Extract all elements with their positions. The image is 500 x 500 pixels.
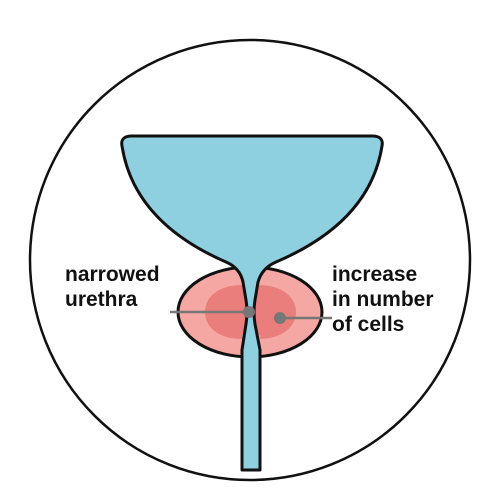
cells-pointer-dot — [274, 312, 286, 324]
narrowed-urethra-label-line1: narrowed — [65, 263, 160, 286]
narrowed-urethra-label: narrowed urethra — [65, 262, 160, 312]
narrowed-urethra-pointer-dot — [243, 306, 255, 318]
narrowed-urethra-label-line2: urethra — [65, 288, 138, 311]
cell-increase-label-line3: of cells — [332, 313, 405, 336]
cell-increase-label-line2: in number — [332, 288, 434, 311]
cell-increase-label: increase in number of cells — [332, 262, 434, 337]
cell-increase-label-line1: increase — [332, 263, 418, 286]
bladder — [120, 134, 384, 472]
